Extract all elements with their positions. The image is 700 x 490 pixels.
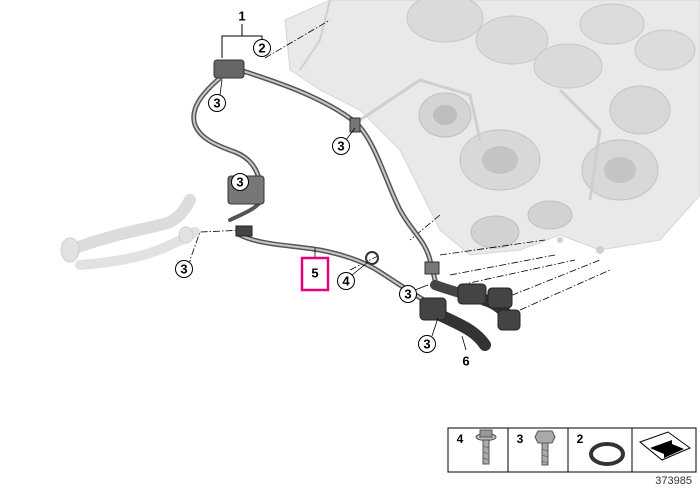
svg-text:5: 5	[311, 265, 318, 280]
callout-3d[interactable]: 3	[175, 260, 193, 278]
selected-callout-5[interactable]: 5	[300, 248, 330, 292]
dash-dot-leader-lines	[189, 19, 611, 311]
callout-3b[interactable]: 3	[332, 127, 356, 155]
direction-arrow-icon	[638, 431, 692, 461]
legend-item-2[interactable]: 2	[577, 432, 625, 466]
svg-text:3: 3	[404, 286, 411, 301]
legend-item-3[interactable]: 3	[517, 430, 556, 466]
faded-hose-illustration	[60, 194, 200, 270]
svg-text:4: 4	[457, 432, 464, 446]
callout-3c[interactable]: 3	[231, 173, 249, 191]
callout-4[interactable]: 4	[337, 261, 369, 290]
washer-bolt-icon	[475, 429, 497, 465]
callout-3f[interactable]: 3	[418, 317, 439, 353]
svg-text:3: 3	[236, 174, 243, 189]
svg-text:3: 3	[517, 432, 524, 446]
svg-text:6: 6	[462, 353, 469, 368]
group-1-label: 1	[238, 8, 245, 23]
engine-block-illustration	[284, 0, 700, 256]
pipe-brackets	[213, 59, 521, 331]
callout-3e[interactable]: 3	[399, 284, 429, 303]
hardware-legend: 4 3 2	[447, 427, 697, 473]
legend-item-direction[interactable]	[638, 431, 692, 461]
svg-text:3: 3	[180, 261, 187, 276]
o-ring-icon	[589, 442, 625, 466]
callout-3a[interactable]: 3	[208, 79, 226, 112]
label-6[interactable]: 6	[461, 335, 470, 368]
svg-text:4: 4	[342, 273, 350, 288]
hex-bolt-icon	[534, 430, 556, 466]
svg-text:2: 2	[258, 40, 265, 55]
svg-text:3: 3	[213, 95, 220, 110]
svg-text:3: 3	[423, 336, 430, 351]
svg-text:3: 3	[337, 138, 344, 153]
diagram-part-number: 373985	[655, 475, 692, 487]
legend-item-4[interactable]: 4	[457, 429, 497, 465]
callout-2[interactable]: 2	[253, 39, 271, 57]
svg-text:2: 2	[577, 432, 584, 446]
selection-highlight-box	[300, 256, 330, 292]
